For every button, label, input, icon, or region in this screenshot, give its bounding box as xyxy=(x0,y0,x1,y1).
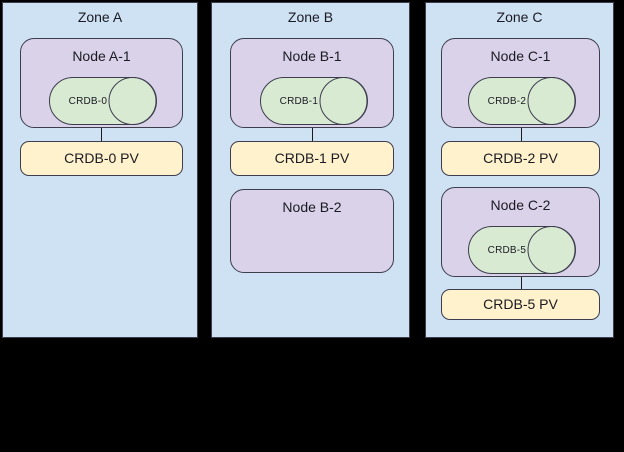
node-container-a-1: Node A-1 CRDB-0 xyxy=(20,38,183,128)
zone-container-a: Zone A Node A-1 CRDB-0 CRDB-0 PV xyxy=(2,2,198,338)
volume-container-crdb-1-pv: CRDB-1 PV xyxy=(230,141,394,176)
cylinder-icon xyxy=(468,226,576,274)
zone-container-c: Zone C Node C-1 CRDB-2 CRDB-2 PV Node C-… xyxy=(425,2,614,338)
volume-label-crdb-2-pv: CRDB-2 PV xyxy=(483,150,558,166)
volume-label-crdb-1-pv: CRDB-1 PV xyxy=(274,150,350,166)
volume-container-crdb-5-pv: CRDB-5 PV xyxy=(441,289,600,320)
database-cylinder-crdb-2: CRDB-2 xyxy=(468,77,576,125)
connector-node-c-2-to-crdb-5-pv xyxy=(521,277,522,290)
zone-container-b: Zone B Node B-1 CRDB-1 CRDB-1 PV Node B-… xyxy=(211,2,410,338)
database-cylinder-crdb-0: CRDB-0 xyxy=(49,77,157,125)
node-container-b-1: Node B-1 CRDB-1 xyxy=(230,38,394,128)
zone-label-c: Zone C xyxy=(496,9,543,25)
cylinder-icon xyxy=(468,77,576,125)
node-label-a-1: Node A-1 xyxy=(72,48,131,64)
connector-node-b-1-to-crdb-1-pv xyxy=(312,128,313,142)
cylinder-icon xyxy=(260,77,368,125)
zone-label-a: Zone A xyxy=(77,9,123,25)
volume-label-crdb-0-pv: CRDB-0 PV xyxy=(64,150,139,166)
node-label-b-2: Node B-2 xyxy=(282,199,342,215)
database-cylinder-crdb-1: CRDB-1 xyxy=(260,77,368,125)
cylinder-icon xyxy=(49,77,157,125)
volume-label-crdb-5-pv: CRDB-5 PV xyxy=(483,296,558,312)
node-label-b-1: Node B-1 xyxy=(282,48,342,64)
database-label-crdb-2: CRDB-2 xyxy=(487,95,527,107)
database-label-crdb-0: CRDB-0 xyxy=(68,95,108,107)
node-label-c-1: Node C-1 xyxy=(490,48,551,64)
connector-node-a-1-to-crdb-0-pv xyxy=(101,128,102,142)
zone-label-b: Zone B xyxy=(287,9,334,25)
node-label-c-2: Node C-2 xyxy=(490,197,551,213)
node-container-c-1: Node C-1 CRDB-2 xyxy=(441,38,600,128)
database-label-crdb-5: CRDB-5 xyxy=(487,244,527,256)
node-container-c-2: Node C-2 CRDB-5 xyxy=(441,187,600,277)
volume-container-crdb-0-pv: CRDB-0 PV xyxy=(20,141,183,176)
database-label-crdb-1: CRDB-1 xyxy=(279,95,319,107)
node-container-b-2: Node B-2 xyxy=(230,189,394,273)
volume-container-crdb-2-pv: CRDB-2 PV xyxy=(441,141,600,176)
connector-node-c-1-to-crdb-2-pv xyxy=(521,128,522,142)
database-cylinder-crdb-5: CRDB-5 xyxy=(468,226,576,274)
